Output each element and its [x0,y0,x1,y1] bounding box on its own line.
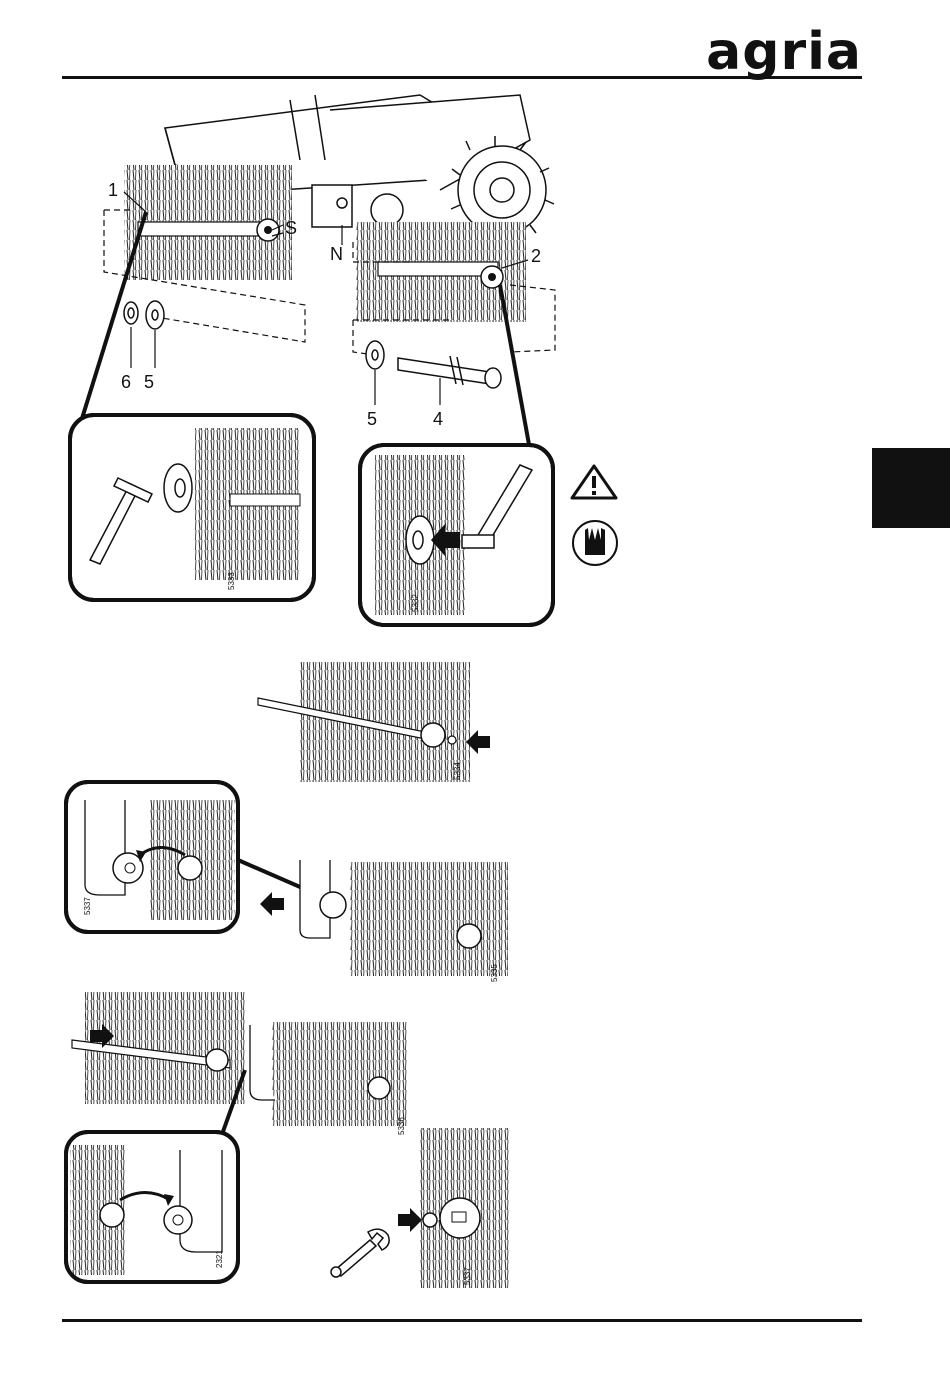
callout-5-right: 5 [367,409,377,429]
washer-5-left [146,301,164,329]
caster-wheel [371,194,403,226]
shaft-removal-drawing: 5334 [258,662,490,782]
washer-5-right [366,341,384,369]
brush-hub-removal: 5335 [260,860,508,982]
callout-2: 2 [531,246,541,266]
arrow-right-icon [398,1208,422,1232]
callout-S: S [285,218,297,238]
brush-right [356,222,526,322]
figure-code-g: 2321 [215,1250,224,1268]
callout-N: N [330,244,343,264]
figure-code-f: 5336 [397,1117,406,1135]
warning-triangle-icon [572,466,616,498]
washer-part [164,464,192,512]
inset-remove-hub: 5337 [66,782,238,932]
tighten-nut-drawing: 5337 [331,1128,510,1288]
figure-code-a: 5333 [227,572,236,590]
inset-install-washer-left: 5333 [70,415,314,600]
shaft-4 [398,356,501,388]
figure-code-b: 5332 [411,594,420,612]
callout-5-left: 5 [144,372,154,392]
nut-6 [124,302,138,324]
inset-mount-hub: 2321 [66,1132,238,1282]
figure-code-d: 5337 [83,897,92,915]
brush-reinstall-drawing: 5336 [72,992,408,1135]
washer-part [406,516,434,564]
figure-code-h: 5337 [463,1267,472,1285]
callout-6: 6 [121,372,131,392]
brush-left [124,165,292,280]
callout-4: 4 [433,409,443,429]
figure-code-c: 5334 [453,762,462,780]
gloves-icon [573,521,617,565]
inset-install-washer-right: 5332 [360,445,553,625]
arrow-left-icon [260,892,284,916]
wrench-icon [331,1229,389,1277]
figure-code-e: 5335 [490,964,499,982]
callout-1: 1 [108,180,118,200]
